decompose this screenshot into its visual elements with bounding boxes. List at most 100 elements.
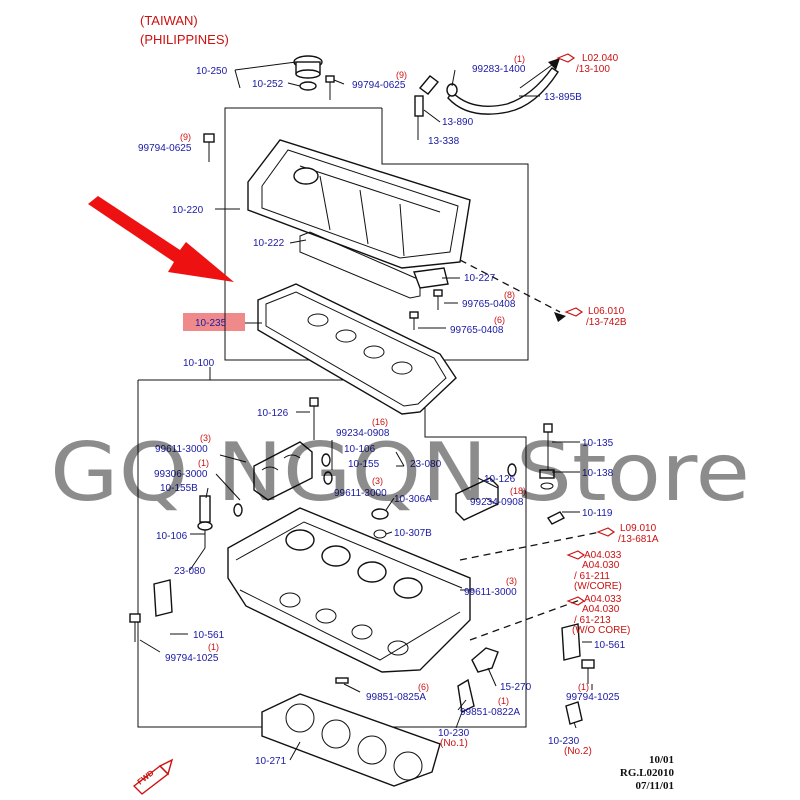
- seal-10-307b: [373, 529, 387, 539]
- label-23-080-b: 23-080: [174, 566, 206, 577]
- label-10-220: 10-220: [172, 205, 204, 216]
- qty-6-b: (6): [418, 682, 429, 692]
- qty-6-cover: (6): [494, 315, 505, 325]
- label-99611-3000-b: 99611-3000: [334, 488, 387, 499]
- qty-3-b: (3): [372, 476, 383, 486]
- bolt-top: [325, 75, 335, 100]
- watermark: GQ NGQN Store: [50, 426, 750, 519]
- label-10-106-b: 10-106: [156, 531, 188, 542]
- bracket: [413, 267, 449, 289]
- qty-16: (16): [372, 417, 388, 427]
- label-10-227: 10-227: [464, 273, 496, 284]
- label-10-155-a: 10-155: [348, 459, 380, 470]
- ref-13-100: /13-100: [576, 64, 610, 75]
- ref-l06-010: L06.010: [588, 306, 625, 317]
- cover-bolts: [203, 133, 443, 330]
- region-philippines: (PHILIPPINES): [140, 32, 229, 47]
- label-10-126-b: 10-126: [484, 474, 516, 485]
- label-99794-1025-a: 99794-1025: [165, 653, 219, 664]
- qty-1-d: (1): [578, 682, 589, 692]
- label-15-270: 15-270: [500, 682, 532, 693]
- label-10-135: 10-135: [582, 438, 614, 449]
- label-10-235: 10-235: [195, 318, 227, 329]
- reference-hand-icons: [556, 53, 616, 606]
- qty-8: (8): [504, 290, 515, 300]
- ref-a04-030-a: A04.030: [582, 560, 620, 571]
- label-10-119: 10-119: [582, 508, 613, 519]
- label-99234-0908-a: 99234-0908: [336, 428, 390, 439]
- label-99306-3000: 99306-3000: [154, 469, 208, 480]
- valve-cover: [247, 139, 471, 269]
- ref-a04-033-a: A04.033: [584, 550, 622, 561]
- pcv-hose: [414, 67, 559, 117]
- ref-61-211: / 61-211: [574, 571, 610, 582]
- ref-a04-030-b: A04.030: [582, 604, 620, 615]
- label-10-100: 10-100: [183, 358, 215, 369]
- label-13-895b: 13-895B: [544, 92, 582, 103]
- label-99851-0825a: 99851-0825A: [366, 692, 426, 703]
- label-10-230-b: 10-230: [548, 736, 580, 747]
- meta-date: 10/01: [649, 754, 674, 766]
- label-99794-0625-side: 99794-0625: [138, 143, 192, 154]
- brackets-10-561: [129, 579, 595, 684]
- label-no1: (No.1): [440, 738, 468, 749]
- water-outlet: [471, 647, 499, 673]
- label-99851-0822a: 99851-0822A: [460, 707, 520, 718]
- label-99794-1025-b: 99794-1025: [566, 692, 620, 703]
- label-10-306a: 10-306A: [394, 494, 432, 505]
- seal-10-306a: [371, 508, 389, 520]
- plugs-10-230: [335, 677, 583, 725]
- oil-control-valve: [197, 495, 213, 548]
- label-10-126-a: 10-126: [257, 408, 289, 419]
- label-99611-3000-a: 99611-3000: [155, 444, 208, 455]
- label-10-252: 10-252: [252, 79, 284, 90]
- ref-l02-040: L02.040: [582, 53, 619, 64]
- label-99765-0408-b: 99765-0408: [450, 325, 504, 336]
- label-10-106-a: 10-106: [344, 444, 376, 455]
- head-gasket: [261, 693, 441, 787]
- qty-9-top: (9): [396, 70, 407, 80]
- fwd-indicator: FWD: [132, 758, 174, 795]
- meta-revision-date: 07/11/01: [635, 780, 674, 792]
- leader-lines: [139, 61, 593, 761]
- highlight-arrow: [88, 196, 234, 282]
- label-10-271: 10-271: [255, 756, 287, 767]
- qty-1-e: (1): [498, 696, 509, 706]
- ref-w-core: (W/CORE): [574, 581, 622, 592]
- qty-9-side: (9): [180, 132, 191, 142]
- label-99283-1400: 99283-1400: [472, 64, 526, 75]
- label-10-561-a: 10-561: [193, 630, 225, 641]
- label-no2: (No.2): [564, 746, 592, 757]
- pin: [546, 511, 566, 525]
- label-10-250: 10-250: [196, 66, 228, 77]
- label-10-561-b: 10-561: [594, 640, 626, 651]
- label-23-080-a: 23-080: [410, 459, 442, 470]
- ref-wo-core: (W/O CORE): [572, 625, 630, 636]
- label-99234-0908-b: 99234-0908: [470, 497, 524, 508]
- qty-3-a: (3): [200, 433, 211, 443]
- qty-3-c: (3): [506, 576, 517, 586]
- label-99765-0408-a: 99765-0408: [462, 299, 516, 310]
- label-13-890: 13-890: [442, 117, 474, 128]
- qty-1-hose: (1): [514, 54, 525, 64]
- oil-filler-cap: [293, 55, 323, 91]
- qty-18: (18): [510, 486, 526, 496]
- camshaft-caps: [253, 441, 499, 521]
- qty-1-c: (1): [208, 642, 219, 652]
- ref-l09-010: L09.010: [620, 523, 657, 534]
- cylinder-head: [227, 507, 471, 673]
- label-99794-0625-top: 99794-0625: [352, 80, 406, 91]
- label-99611-3000-c: 99611-3000: [464, 587, 517, 598]
- ref-13-742b: /13-742B: [586, 317, 627, 328]
- label-10-230-a: 10-230: [438, 728, 470, 739]
- label-10-307b: 10-307B: [394, 528, 432, 539]
- region-taiwan: (TAIWAN): [140, 13, 198, 28]
- ref-13-681a: /13-681A: [618, 534, 659, 545]
- label-13-338: 13-338: [428, 136, 460, 147]
- label-10-138: 10-138: [582, 468, 614, 479]
- ref-61-213: / 61-213: [574, 615, 611, 626]
- cover-gasket: [299, 231, 421, 299]
- meta-ref: RG.L02010: [620, 767, 675, 779]
- label-10-155b: 10-155B: [160, 483, 198, 494]
